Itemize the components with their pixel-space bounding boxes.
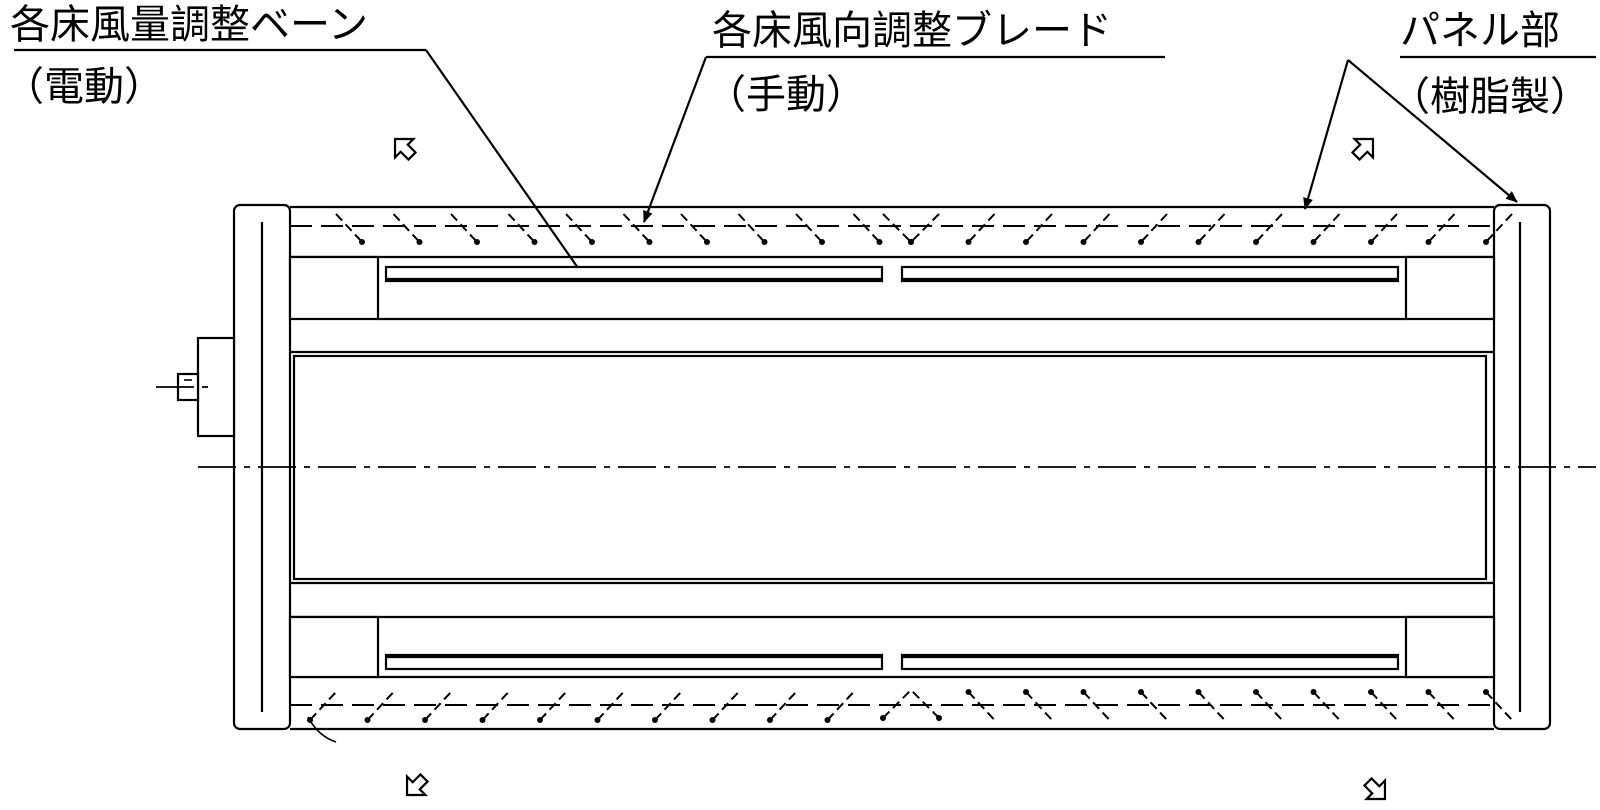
bottom-blade-center-left [880,689,912,721]
leader-panel-2 [1347,59,1518,203]
bottom-blade [1310,689,1341,721]
bottom-direction-blades [307,689,1513,723]
top-blade [622,213,653,245]
top-blade [737,213,768,245]
bottom-blade [767,691,797,723]
top-blade [1425,213,1456,245]
bottom-blade [1368,689,1398,721]
bottom-blade [1253,689,1283,721]
top-right-bracket [1404,255,1496,321]
bottom-right-bracket [1404,615,1496,679]
bottom-vane-right [900,653,1400,671]
airflow-arrow-down-left [405,772,430,797]
label-blade-direction: 各床風向調整ブレード （手動） [706,8,1112,118]
top-blade [965,213,996,245]
leader-panel-1 [1303,59,1350,210]
leader-vane [425,49,579,269]
label-vane-volume-text: 各床風量調整ベーン [10,2,368,48]
bottom-blade [1483,689,1513,721]
top-vane-right [900,265,1400,283]
top-blade [795,213,825,245]
label-vane-volume-note: （電動） [4,64,164,110]
bottom-blade [422,691,452,723]
label-blade-direction-text: 各床風向調整ブレード [712,8,1112,54]
diffuser-body [156,203,1596,743]
top-direction-blades [335,213,1513,245]
bottom-blade [1080,689,1111,721]
airflow-arrow-down-right [1362,776,1387,801]
label-panel: パネル部 （樹脂製） [1390,8,1590,120]
top-blade [852,213,883,245]
bottom-blade [479,691,510,723]
top-vane-left [384,265,884,283]
bottom-blade [709,691,740,723]
bottom-left-bracket [288,615,380,679]
top-left-bracket [288,255,380,321]
bottom-blade [1023,689,1053,721]
top-blade-center-right [908,213,940,245]
bottom-blade [364,691,395,723]
bottom-blade [1138,689,1168,721]
label-panel-text: パネル部 [1400,8,1560,54]
label-blade-direction-note: （手動） [706,72,866,118]
top-blade [1310,213,1341,245]
bottom-blade [1425,689,1456,721]
bottom-blade [537,691,567,723]
top-blade [1253,213,1283,245]
bottom-blade-center-right [910,689,942,721]
top-blade [1023,213,1053,245]
bottom-vane-left [384,653,884,671]
top-blade [680,213,710,245]
top-blade [507,213,538,245]
bottom-blade [965,689,996,721]
top-blade [392,213,423,245]
bottom-blade [594,691,625,723]
bottom-blade [652,691,682,723]
bottom-blade [1195,689,1226,721]
leader-lines [14,48,1596,269]
top-blade [565,213,595,245]
bottom-blade [824,691,855,723]
top-blade [1368,213,1398,245]
top-blade [335,213,365,245]
label-panel-note: （樹脂製） [1390,74,1590,120]
airflow-arrow-up-right [1350,137,1375,162]
top-blade [1483,213,1513,245]
top-blade [1080,213,1111,245]
label-vane-volume: 各床風量調整ベーン （電動） [4,2,368,110]
top-blade [1138,213,1168,245]
top-blade [1195,213,1226,245]
bottom-blade [307,691,337,723]
airflow-arrows [393,137,1387,801]
airflow-arrow-up-left [393,137,418,162]
leader-blade [642,56,708,223]
top-blade [450,213,480,245]
